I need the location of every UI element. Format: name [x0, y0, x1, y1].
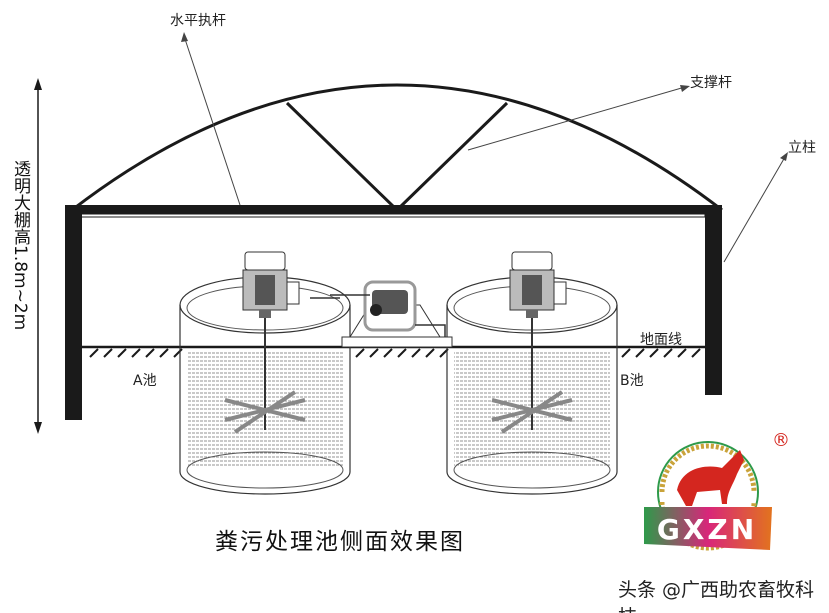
pool-a-tank [179, 251, 351, 495]
label-column: 立柱 [788, 140, 816, 156]
watermark: 头条 @广西助农畜牧科技 [618, 579, 815, 613]
height-note: 透明大棚高1.8m~2m [10, 160, 30, 331]
support-bar-left [285, 101, 399, 212]
roof-arch [71, 83, 723, 212]
label-ground-line: 地面线 [640, 332, 682, 348]
diagram-caption: 粪污处理池侧面效果图 [215, 529, 465, 555]
label-horizontal-bar: 水平执杆 [170, 13, 226, 29]
right-column [705, 205, 722, 395]
gxzn-logo: GXZN ® [644, 430, 790, 551]
ground-hatching [89, 348, 701, 358]
label-pool-b: B池 [620, 373, 644, 389]
left-column [65, 205, 82, 420]
label-pool-a: A池 [133, 373, 157, 389]
transfer-pump [310, 280, 453, 348]
label-support-bar: 支撑杆 [690, 75, 732, 91]
logo-text: GXZN [657, 513, 757, 546]
registered-mark: ® [772, 430, 790, 451]
support-bar-right [395, 101, 509, 212]
horizontal-bar [65, 205, 722, 215]
pool-b-tank [446, 251, 618, 495]
